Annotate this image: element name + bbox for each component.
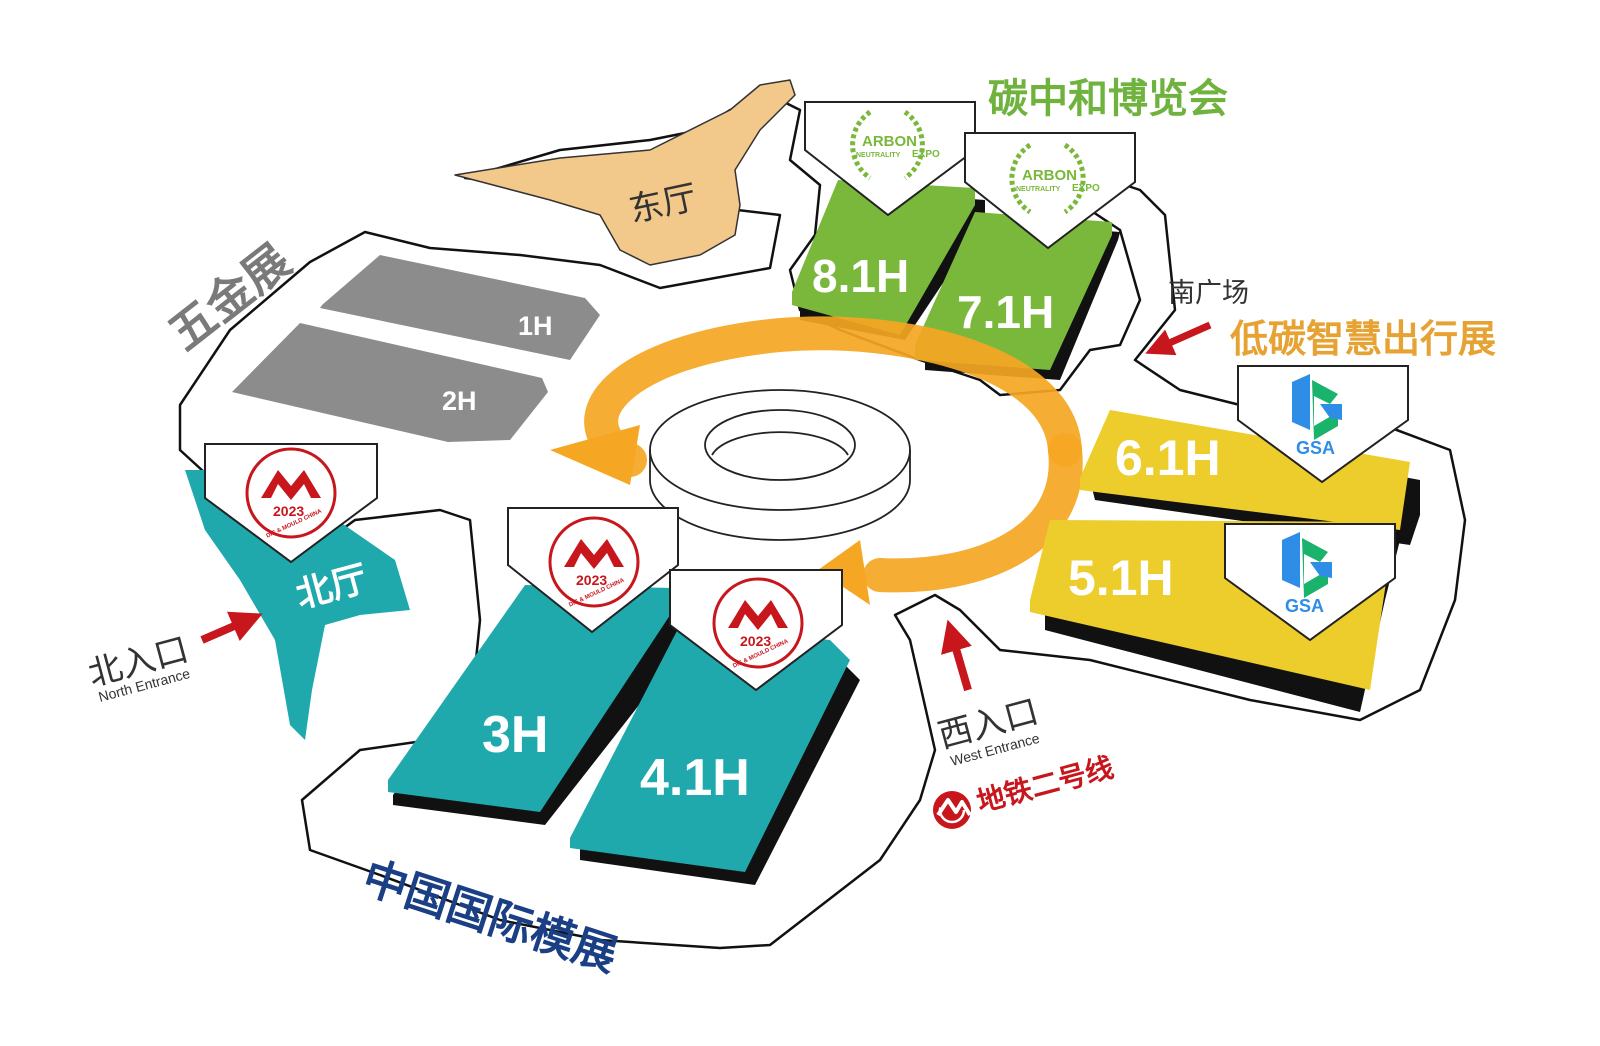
svg-text:ARBON: ARBON	[862, 133, 917, 150]
carbon-expo-label: 碳中和博览会	[988, 76, 1228, 122]
south-square-label: 南广场	[1168, 278, 1249, 309]
mountain-logo-icon	[728, 600, 788, 630]
hall-6-1h-label: 6.1H	[1115, 430, 1221, 486]
central-plaza	[649, 389, 911, 541]
hall-5-1h-label: 5.1H	[1068, 550, 1174, 606]
hall-1h-label: 1H	[518, 311, 553, 341]
hall-3h-label: 3H	[482, 706, 548, 764]
mould-china-badge-4-1h: 2023 DIE & MOULD CHINA	[669, 569, 843, 692]
svg-text:GSA: GSA	[1285, 596, 1324, 616]
east-hall[interactable]	[454, 79, 796, 266]
laurel-icon	[1009, 142, 1086, 215]
hall-2h-label: 2H	[442, 386, 477, 416]
gsa-logo-icon	[1292, 374, 1342, 440]
north-entrance-arrow	[200, 611, 263, 644]
hall-1h[interactable]	[320, 255, 600, 360]
mould-china-badge-3h: 2023 DIE & MOULD CHINA	[507, 507, 679, 634]
svg-text:ARBON: ARBON	[1022, 167, 1077, 184]
orange-arrow-top-head	[550, 425, 640, 485]
hall-7-1h-label: 7.1H	[957, 286, 1054, 338]
svg-text:2023: 2023	[576, 572, 607, 588]
orange-arrow-bottom-head	[818, 540, 870, 605]
svg-text:NEUTRALITY: NEUTRALITY	[856, 152, 901, 159]
hall-4-1h-label: 4.1H	[640, 749, 750, 807]
svg-text:2023: 2023	[273, 503, 304, 519]
carbon-expo-badge-2: ARBON NEUTRALITY EXPO	[964, 132, 1136, 250]
metro-line-label: 地铁二号线	[973, 751, 1117, 819]
svg-text:NEUTRALITY: NEUTRALITY	[1016, 186, 1061, 193]
gsa-logo-icon	[1282, 532, 1332, 598]
mould-china-badge-north: 2023 DIE & MOULD CHINA	[204, 443, 378, 564]
mountain-logo-icon	[564, 539, 624, 569]
gsa-badge-1: GSA	[1237, 365, 1409, 484]
metro-icon	[933, 791, 972, 829]
orange-arrow-top	[584, 316, 1082, 477]
orange-arrow-bottom	[863, 433, 1083, 593]
svg-text:GSA: GSA	[1296, 438, 1335, 458]
svg-text:EXPO: EXPO	[912, 149, 940, 160]
hall-6-1h[interactable]	[1080, 410, 1410, 530]
hall-4-1h[interactable]	[570, 625, 850, 872]
laurel-icon	[850, 109, 925, 181]
hall-8-1h[interactable]	[792, 180, 975, 335]
hall-8-1h-label: 8.1H	[812, 250, 909, 302]
north-hall[interactable]	[185, 470, 410, 740]
mountain-logo-icon	[261, 470, 321, 500]
svg-text:2023: 2023	[740, 633, 771, 649]
hall-3h[interactable]	[388, 585, 680, 812]
low-carbon-mobility-label: 低碳智慧出行展	[1230, 317, 1496, 361]
carbon-expo-badge-1: ARBON NEUTRALITY EXPO	[804, 101, 976, 217]
gsa-badge-2: GSA	[1224, 523, 1396, 642]
hall-2h[interactable]	[232, 323, 548, 442]
west-entrance-arrow	[941, 619, 972, 692]
svg-text:EXPO: EXPO	[1072, 183, 1100, 194]
hall-7-1h[interactable]	[915, 212, 1112, 370]
south-square-arrow	[1145, 321, 1212, 356]
